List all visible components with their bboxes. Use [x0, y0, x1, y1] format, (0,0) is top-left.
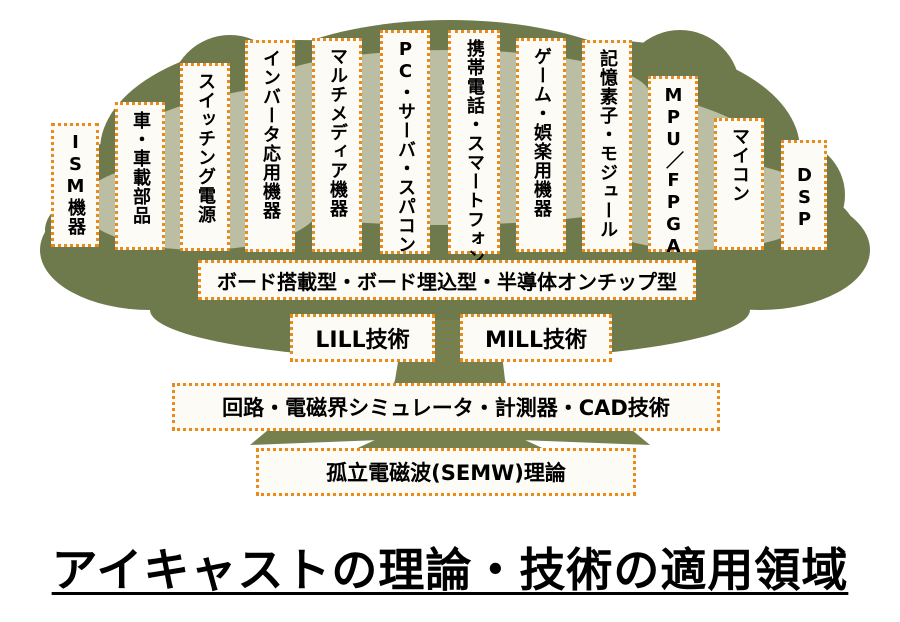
simulation-tools-label: 回路・電磁界シミュレータ・計測器・CAD技術: [222, 396, 670, 420]
lill-technology-box: LILL技術: [290, 314, 435, 362]
category-microcontroller-label: マイコン: [729, 127, 750, 203]
category-dsp-label: DSP: [794, 165, 815, 231]
category-switching-power-label: スイッチング電源: [195, 72, 216, 224]
category-ism-label: ISM機器: [65, 132, 86, 236]
mill-technology-box: MILL技術: [460, 314, 612, 362]
category-ism: ISM機器: [51, 123, 99, 247]
category-switching-power: スイッチング電源: [180, 63, 230, 251]
category-pc-server: PC・サーバ・スパコン: [380, 30, 430, 254]
category-memory-label: 記憶素子・モジュール: [597, 49, 618, 239]
category-automotive: 車・車載部品: [115, 102, 165, 250]
lill-technology-label: LILL技術: [315, 328, 410, 353]
category-mobile: 携帯電話・スマートフォン: [448, 30, 500, 267]
category-microcontroller: マイコン: [714, 118, 764, 250]
category-mpu-fpga-label: MPU／FPGA: [663, 85, 684, 258]
category-mpu-fpga: MPU／FPGA: [648, 76, 698, 258]
mill-technology-label: MILL技術: [484, 328, 588, 353]
category-automotive-label: 車・車載部品: [130, 111, 151, 225]
category-multimedia: マルチメディア機器: [312, 38, 362, 252]
category-dsp: DSP: [781, 140, 827, 250]
category-mobile-label: 携帯電話・スマートフォン: [464, 39, 485, 267]
page-title: アイキャストの理論・技術の適用領域: [51, 543, 849, 597]
category-game: ゲーム・娯楽用機器: [516, 38, 566, 252]
category-memory: 記憶素子・モジュール: [582, 40, 632, 252]
category-multimedia-label: マルチメディア機器: [327, 47, 348, 218]
category-pc-server-label: PC・サーバ・スパコン: [395, 39, 416, 254]
category-inverter: インバータ応用機器: [245, 40, 295, 252]
semw-theory-label: 孤立電磁波(SEMW)理論: [326, 461, 566, 485]
simulation-tools-box: 回路・電磁界シミュレータ・計測器・CAD技術: [172, 383, 720, 431]
mounting-types-label: ボード搭載型・ボード埋込型・半導体オンチップ型: [217, 269, 677, 294]
mounting-types-box: ボード搭載型・ボード埋込型・半導体オンチップ型: [198, 260, 696, 300]
category-inverter-label: インバータ応用機器: [260, 49, 281, 220]
category-game-label: ゲーム・娯楽用機器: [531, 47, 552, 218]
semw-theory-box: 孤立電磁波(SEMW)理論: [256, 448, 636, 496]
